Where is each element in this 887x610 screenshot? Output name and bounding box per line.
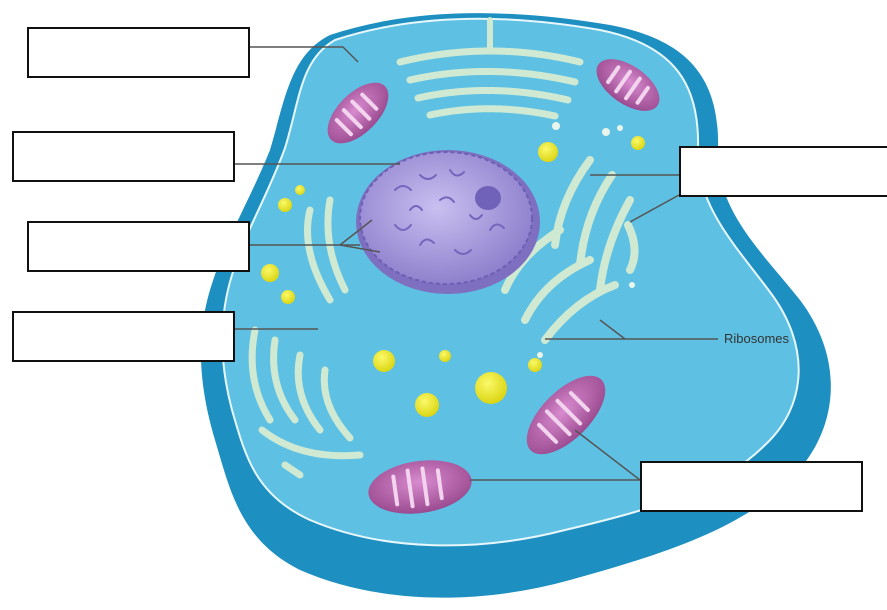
label-box-4[interactable]: [12, 311, 235, 362]
label-box-5[interactable]: [679, 146, 887, 197]
nucleolus: [475, 186, 501, 210]
label-box-6[interactable]: [640, 461, 863, 512]
ribosomes-label: Ribosomes: [724, 331, 789, 346]
label-box-2[interactable]: [12, 131, 235, 182]
nucleus: [356, 150, 540, 294]
label-box-3[interactable]: [27, 221, 250, 272]
label-box-1[interactable]: [27, 27, 250, 78]
